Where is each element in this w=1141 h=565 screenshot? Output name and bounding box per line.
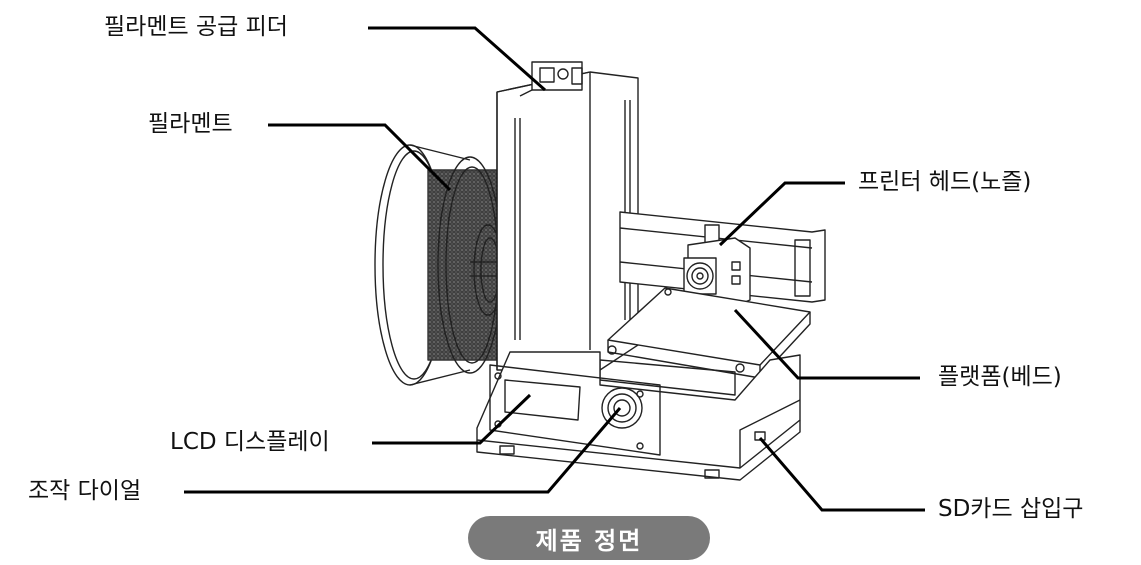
printer-tower (496, 71, 639, 371)
printer-head (683, 224, 751, 319)
leader-dial (184, 407, 622, 494)
label-platform: 플랫폼(베드) (938, 364, 1062, 390)
print-bed (599, 287, 811, 396)
filament-spool (374, 144, 503, 386)
leader-platform (733, 308, 920, 380)
label-dial: 조작 다이얼 (28, 478, 142, 504)
label-head: 프린터 헤드(노즐) (858, 169, 1032, 195)
caption-badge: 제품 정면 (468, 516, 710, 560)
label-lcd: LCD 디스플레이 (170, 429, 330, 455)
leader-head (718, 181, 845, 247)
label-filament: 필라멘트 (148, 111, 233, 137)
leader-feeder (368, 26, 546, 92)
leader-sdcard (758, 437, 925, 512)
label-feeder: 필라멘트 공급 피더 (104, 14, 288, 40)
label-sdcard: SD카드 삽입구 (938, 496, 1084, 522)
printer-base (476, 351, 801, 481)
leader-filament (268, 123, 452, 192)
leader-lcd (372, 393, 532, 445)
